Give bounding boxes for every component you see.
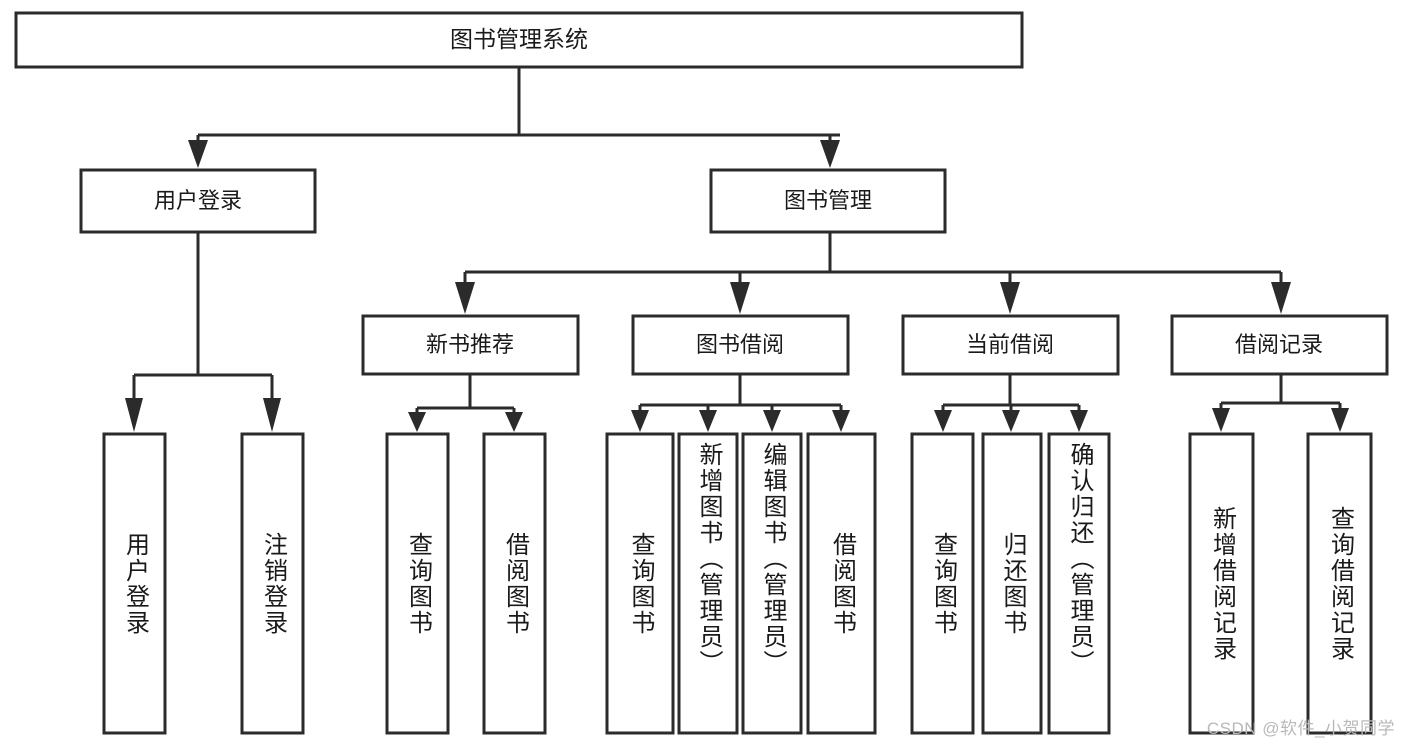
leaf-box-user-login[interactable] xyxy=(102,432,167,735)
leaf-box-confirm-return-admin[interactable] xyxy=(1047,432,1111,735)
node-user-login-label: 用户登录 xyxy=(154,188,242,213)
connectors-book-management-to-level3 xyxy=(455,232,1291,314)
arrow-head-to-leaf-query-borrow-record xyxy=(1331,408,1349,432)
node-user-login[interactable]: 用户登录 xyxy=(79,168,317,234)
node-current-borrow[interactable]: 当前借阅 xyxy=(901,314,1120,376)
leaf-box-query-book-recommend[interactable] xyxy=(385,432,450,735)
leaf-box-return-book[interactable] xyxy=(981,432,1043,735)
arrow-head-to-leaf-query-book-recommend xyxy=(408,412,426,432)
leaf-box-add-borrow-record[interactable] xyxy=(1188,432,1255,735)
connectors-new-book-recommend-to-leaves xyxy=(408,374,523,432)
node-borrow-records-box[interactable] xyxy=(1170,314,1389,376)
arrow-head-to-book-borrow xyxy=(730,282,750,314)
connectors-user-login-to-leaves xyxy=(125,232,281,432)
leaf-box-query-book-current[interactable] xyxy=(910,432,975,735)
arrow-head-to-borrow-records xyxy=(1271,282,1291,314)
connectors-root-to-level2 xyxy=(188,67,840,168)
leaf-boxes xyxy=(102,432,1373,735)
node-new-book-recommend-box[interactable] xyxy=(361,314,580,376)
node-new-book-recommend[interactable]: 新书推荐 xyxy=(361,314,580,376)
node-root-label: 图书管理系统 xyxy=(450,26,588,52)
connectors-book-borrow-to-leaves xyxy=(631,374,850,432)
connectors-current-borrow-to-leaves xyxy=(934,374,1088,432)
node-root-box[interactable] xyxy=(14,11,1024,69)
node-root[interactable]: 图书管理系统 xyxy=(14,11,1024,69)
arrow-head-to-new-book-recommend xyxy=(455,282,475,314)
arrow-head-to-leaf-borrow-book xyxy=(832,410,850,432)
leaf-box-query-book-borrow[interactable] xyxy=(605,432,675,735)
node-book-management-label: 图书管理 xyxy=(784,188,872,213)
node-current-borrow-box[interactable] xyxy=(901,314,1120,376)
node-current-borrow-label: 当前借阅 xyxy=(966,332,1054,357)
node-book-borrow-label: 图书借阅 xyxy=(696,332,784,357)
node-book-management[interactable]: 图书管理 xyxy=(709,168,947,234)
leaf-box-logout-login[interactable] xyxy=(240,432,305,735)
arrow-head-to-leaf-add-book-admin xyxy=(699,410,717,432)
arrow-head-to-leaf-edit-book-admin xyxy=(763,410,781,432)
leaf-box-edit-book-admin[interactable] xyxy=(741,432,803,735)
leaf-box-borrow-book[interactable] xyxy=(806,432,877,735)
node-book-management-box[interactable] xyxy=(709,168,947,234)
node-borrow-records-label: 借阅记录 xyxy=(1235,332,1323,357)
watermark-text: CSDN @软件_小贺同学 xyxy=(1206,719,1395,738)
node-user-login-box[interactable] xyxy=(79,168,317,234)
arrow-head-to-leaf-confirm-return-admin xyxy=(1070,410,1088,432)
node-new-book-recommend-label: 新书推荐 xyxy=(426,332,514,357)
node-borrow-records[interactable]: 借阅记录 xyxy=(1170,314,1389,376)
arrow-head-to-leaf-borrow-book-recommend xyxy=(505,412,523,432)
arrow-head-to-leaf-user-login xyxy=(125,398,143,432)
connectors-borrow-records-to-leaves xyxy=(1212,374,1349,432)
arrow-head-to-leaf-logout-login xyxy=(263,398,281,432)
arrow-head-to-leaf-query-book-borrow xyxy=(631,410,649,432)
arrow-head-to-book-management xyxy=(820,140,840,168)
node-book-borrow[interactable]: 图书借阅 xyxy=(631,314,850,376)
arrow-head-to-current-borrow xyxy=(1000,282,1020,314)
node-book-borrow-box[interactable] xyxy=(631,314,850,376)
arrow-head-to-leaf-query-book-current xyxy=(934,410,952,432)
arrow-head-to-leaf-return-book xyxy=(1002,410,1020,432)
arrow-head-to-user-login xyxy=(188,140,208,168)
leaf-box-add-book-admin[interactable] xyxy=(677,432,739,735)
leaf-box-query-borrow-record[interactable] xyxy=(1306,432,1373,735)
leaf-box-borrow-book-recommend[interactable] xyxy=(482,432,547,735)
arrow-head-to-leaf-add-borrow-record xyxy=(1212,408,1230,432)
